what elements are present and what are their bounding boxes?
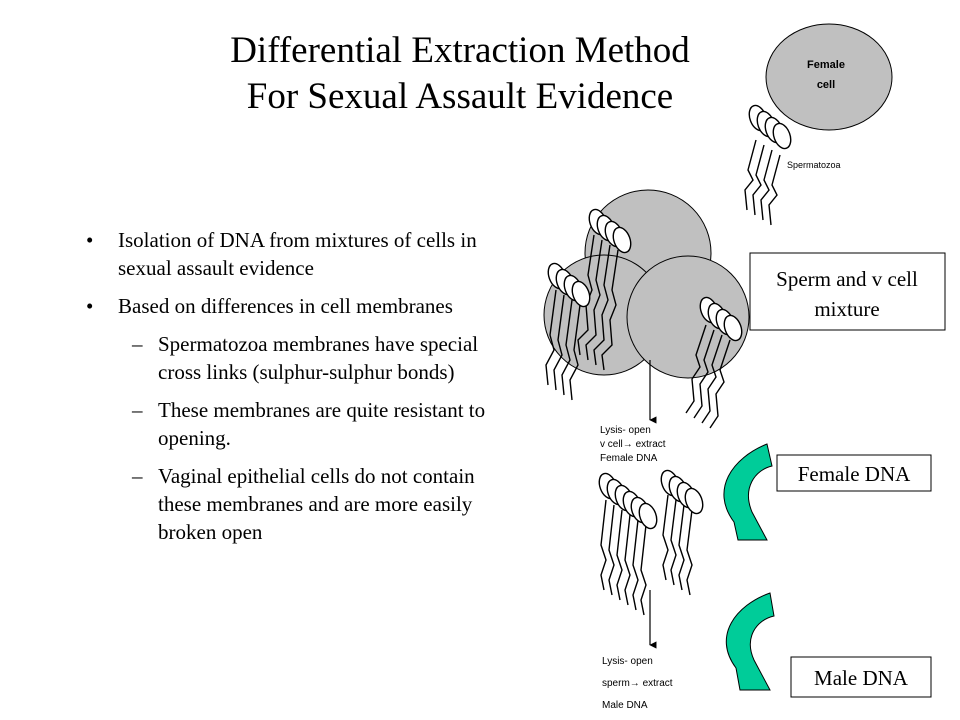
male-dna-curved-arrow	[725, 592, 775, 691]
lysis-2-line-2: sperm→ extract	[602, 678, 673, 689]
bullet-list: Isolation of DNA from mixtures of cells …	[86, 226, 506, 556]
bullet-item: Based on differences in cell membranes	[86, 292, 506, 320]
mixture-label-line-1: Sperm and v cell	[776, 267, 918, 291]
female-cell-label-line-1: Female	[807, 59, 845, 71]
female-dna-box	[776, 454, 932, 492]
title-line-2: For Sexual Assault Evidence	[246, 76, 674, 117]
sub-bullet-item: –Vaginal epithelial cells do not contain…	[132, 464, 475, 544]
male-dna-box	[790, 656, 932, 698]
slide-title: Differential Extraction Method For Sexua…	[150, 28, 770, 120]
female-dna-label: Female DNA	[798, 462, 911, 486]
sperm-group-remaining	[598, 469, 704, 616]
male-dna-label: Male DNA	[814, 666, 909, 690]
female-cell	[765, 23, 893, 131]
sperm-group-mixture-c	[685, 296, 743, 429]
title-line-1: Differential Extraction Method	[230, 30, 690, 71]
sperm-group-mixture-a	[577, 208, 632, 371]
lysis-2-line-3: Male DNA	[602, 700, 648, 711]
female-cell-label-line-2: cell	[817, 79, 835, 91]
sub-bullet-item: –Spermatozoa membranes have special cros…	[132, 332, 479, 384]
lysis-2-line-1: Lysis- open	[602, 656, 653, 667]
lysis-1-line-1: Lysis- open	[600, 425, 651, 436]
sub-bullet-item: –These membranes are quite resistant to …	[132, 398, 486, 450]
bullet-item: Isolation of DNA from mixtures of cells …	[86, 226, 506, 282]
spermatozoa-label: Spermatozoa	[787, 160, 841, 170]
female-dna-curved-arrow	[723, 443, 773, 541]
lysis-1-line-3: Female DNA	[600, 453, 658, 464]
sperm-group-top	[744, 104, 792, 226]
sperm-group-mixture-b	[545, 262, 591, 401]
lysis-1-line-2: v cell→ extract	[600, 439, 666, 450]
mixture-label-line-2: mixture	[814, 297, 879, 321]
mixture-label-box	[749, 252, 946, 331]
